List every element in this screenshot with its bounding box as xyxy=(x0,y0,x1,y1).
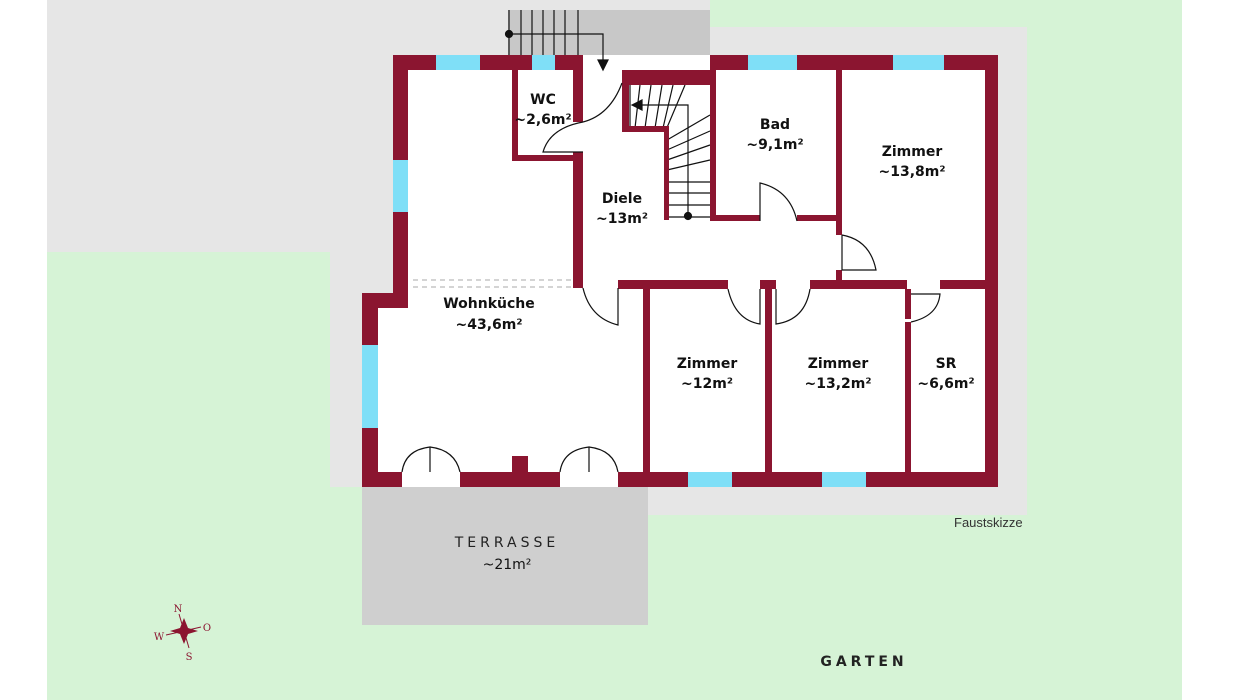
doors xyxy=(401,82,941,473)
room-name-zimmer-3: Zimmer xyxy=(808,356,869,372)
room-area-bad: ~9,1m² xyxy=(746,137,803,153)
svg-text:N: N xyxy=(174,604,183,615)
room-name-bad: Bad xyxy=(760,117,790,133)
garden-label: GARTEN xyxy=(820,654,907,670)
sketch-note: Faustskizze xyxy=(954,515,1023,530)
room-area-wc: ~2,6m² xyxy=(514,112,571,128)
entrance-stairs xyxy=(504,10,609,72)
room-name-wohnkueche: Wohnküche xyxy=(443,296,535,312)
house-interior xyxy=(362,55,998,487)
room-area-zimmer-2: ~12m² xyxy=(681,376,733,392)
room-name-diele: Diele xyxy=(602,191,642,207)
room-name-zimmer-1: Zimmer xyxy=(882,144,943,160)
room-area-wohnkueche: ~43,6m² xyxy=(456,317,523,333)
room-area-zimmer-3: ~13,2m² xyxy=(805,376,872,392)
svg-text:W: W xyxy=(154,632,165,643)
room-area-zimmer-1: ~13,8m² xyxy=(879,164,946,180)
room-name-wc: WC xyxy=(530,92,556,108)
windows xyxy=(362,55,944,487)
svg-text:S: S xyxy=(186,652,193,663)
terrace-area-label: ~21m² xyxy=(483,557,532,573)
terrace-label: TERRASSE xyxy=(454,535,559,551)
terrace-area xyxy=(362,487,648,625)
room-name-zimmer-2: Zimmer xyxy=(677,356,738,372)
room-area-sr: ~6,6m² xyxy=(917,376,974,392)
room-name-sr: SR xyxy=(936,356,957,372)
interior-stairs xyxy=(629,84,711,221)
room-area-diele: ~13m² xyxy=(596,211,648,227)
compass-icon: N S W O xyxy=(154,604,211,663)
svg-text:O: O xyxy=(203,623,211,634)
